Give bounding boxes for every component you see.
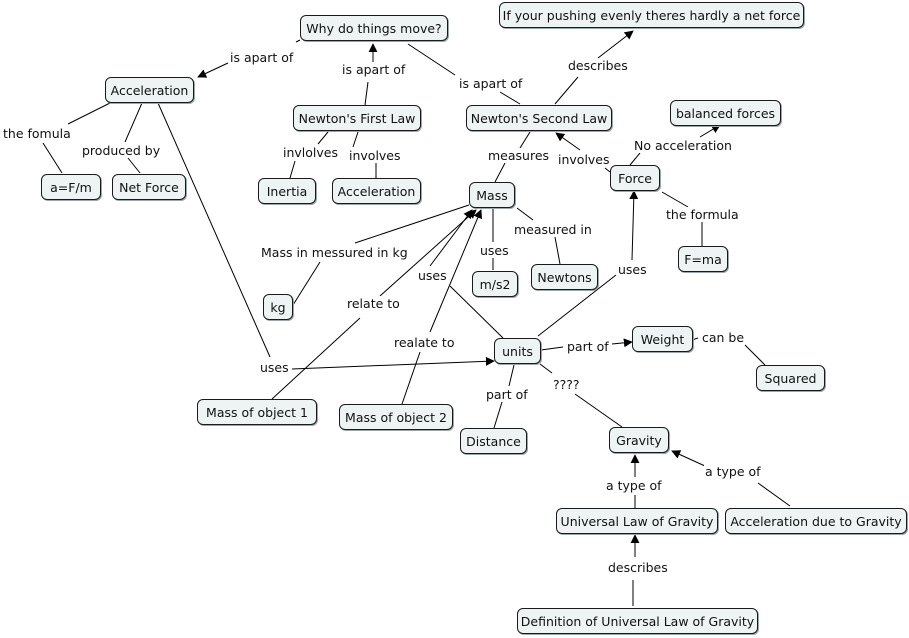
connector-line [629,152,641,166]
link-label-uses: uses [617,262,648,277]
connector-line [197,62,229,78]
node-newtons-second-law[interactable]: Newton's Second Law [466,105,612,131]
node-mass-of-object-1[interactable]: Mass of object 1 [197,399,317,425]
link-label-is-apart-of: is apart of [458,76,524,91]
connector-line [291,356,495,370]
link-label-can-be: can be [701,330,746,345]
link-label-realate-to: realate to [393,335,456,350]
node-net-force[interactable]: Net Force [112,174,186,200]
connector-line [289,160,296,179]
connector-line [537,274,617,337]
connector-line [364,81,369,106]
connector-line [519,131,531,149]
link-label-relate-to: relate to [346,296,401,311]
link-label-question: ???? [552,377,581,392]
connector-line [574,393,623,428]
link-label-the-fomula: the fomula [2,126,72,141]
link-label-uses: uses [479,243,510,258]
connector-line [401,351,421,405]
link-label-produced-by: produced by [81,143,162,158]
connector-line [597,30,634,59]
connector-line [127,157,141,174]
node-acceleration-2[interactable]: Acceleration [332,178,421,204]
link-label-is-apart-of: is apart of [229,50,295,65]
link-label-part-of: part of [566,339,610,354]
link-label-invlolves: invlolves [282,145,339,160]
connector-line [604,167,611,173]
connector-line [67,102,111,125]
connector-line [508,364,515,387]
node-newtons-first-law[interactable]: Newton's First Law [293,105,421,131]
node-force[interactable]: Force [610,165,660,191]
connector-line [691,337,699,341]
link-label-is-apart-of: is apart of [341,62,407,77]
connector-line [354,204,470,244]
node-acceleration[interactable]: Acceleration [105,77,194,103]
link-label-no-acceleration: No acceleration [633,138,733,153]
connector-line [449,285,504,339]
link-label-uses: uses [417,268,448,283]
node-pushing-evenly[interactable]: If your pushing evenly theres hardly a n… [499,2,804,28]
connector-line [661,191,689,208]
connector-line [540,346,564,351]
node-mass-of-object-2[interactable]: Mass of object 2 [339,404,453,430]
connector-line [379,209,477,297]
node-a-equals-f-over-m[interactable]: a=F/m [41,174,101,200]
connector-line [494,162,506,183]
connector-line [429,209,473,267]
connector-line [124,102,143,143]
connector-line [699,124,721,138]
link-label-describes: describes [607,560,669,575]
connector-line [407,43,456,76]
connector-line [499,91,521,105]
connector-line [429,209,483,333]
connector-line [539,363,553,374]
connector-line [157,102,271,358]
connector-line [271,317,361,400]
node-m-per-s2[interactable]: m/s2 [472,271,518,297]
connector-line [611,338,633,348]
node-newtons[interactable]: Newtons [531,264,598,290]
node-units[interactable]: units [494,338,541,364]
connector-line [671,450,706,467]
node-kg[interactable]: kg [263,294,293,320]
connector-line [295,39,301,43]
link-label-a-type-of: a type of [605,478,663,493]
link-label-mass-measured-in-kg: Mass in messured in kg [260,245,409,260]
node-balanced-forces[interactable]: balanced forces [670,100,781,126]
connector-line [629,190,639,261]
node-universal-law-of-gravity[interactable]: Universal Law of Gravity [556,508,718,534]
link-label-measured-in: measured in [513,222,593,237]
node-why-do-things-move[interactable]: Why do things move? [300,15,448,41]
node-acceleration-due-to-gravity[interactable]: Acceleration due to Gravity [725,508,907,534]
connector-line [352,131,359,148]
link-label-part-of: part of [485,387,529,402]
connector-line [516,207,534,221]
connector-line [555,132,581,151]
connector-line [42,142,63,174]
connector-line [744,344,766,366]
node-mass[interactable]: Mass [469,182,515,208]
connector-line [292,261,321,306]
link-label-a-type-of: a type of [704,464,762,479]
connector-line [317,131,329,145]
link-label-measures: measures [487,148,551,163]
node-squared[interactable]: Squared [756,365,825,391]
connector-line [493,401,503,429]
connector-line [554,236,561,265]
node-definition-of-universal-law-of-gravity[interactable]: Definition of Universal Law of Gravity [517,608,758,634]
node-f-equals-ma[interactable]: F=ma [678,246,728,272]
link-label-uses: uses [259,360,290,375]
connector-line [554,76,579,105]
link-label-describes: describes [567,58,629,73]
link-label-involves: involves [557,152,611,167]
node-inertia[interactable]: Inertia [258,178,316,204]
link-label-the-formula: the formula [665,207,740,222]
connector-line [757,482,791,507]
node-gravity[interactable]: Gravity [609,427,669,453]
node-weight[interactable]: Weight [632,326,693,352]
link-label-involves: involves [348,148,402,163]
node-distance[interactable]: Distance [460,428,527,454]
